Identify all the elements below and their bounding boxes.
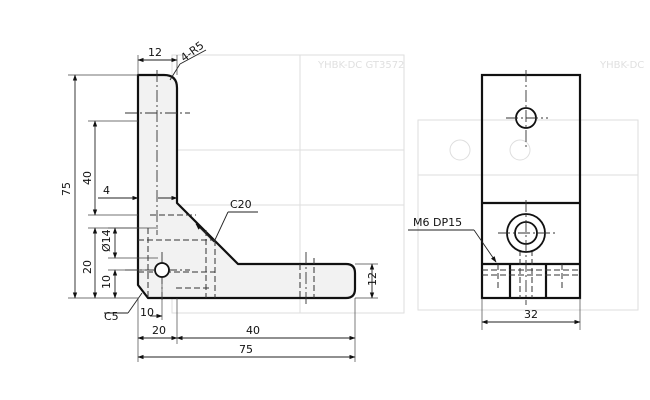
dim-chamfer-c20: C20 [230, 198, 252, 211]
dim-base-thickness: 12 [366, 272, 379, 286]
dim-overall-width: 75 [239, 343, 253, 356]
bracket-outline [136, 73, 357, 300]
side-block-outline [480, 73, 582, 300]
dim-corner-radius: 4-R5 [178, 39, 206, 65]
dim-offset-4: 4 [103, 184, 110, 197]
dim-top-width: 12 [148, 46, 162, 59]
dim-chamfer-c5: C5 [104, 310, 119, 323]
dim-thread-note: M6 DP15 [413, 216, 462, 229]
dim-offset-10: 10 [140, 306, 154, 319]
mounting-hole [154, 262, 170, 278]
dim-upper-height: 40 [81, 171, 94, 185]
dim-width-20: 20 [152, 324, 166, 337]
ghost-label-b: YHBK-DC [599, 60, 644, 71]
dim-width-40: 40 [246, 324, 260, 337]
dim-hole-diameter: Ø14 [100, 229, 113, 252]
ghost-label-a: YHBK-DC GT3572 [317, 60, 404, 71]
dim-overall-height: 75 [60, 182, 73, 196]
dim-height-20: 20 [81, 260, 94, 274]
side-view: M6 DP15 32 [408, 70, 582, 330]
dim-height-10: 10 [100, 275, 113, 289]
dim-side-width: 32 [524, 308, 538, 321]
front-view: C20 4-R5 12 75 40 20 Ø14 10 [60, 39, 379, 362]
